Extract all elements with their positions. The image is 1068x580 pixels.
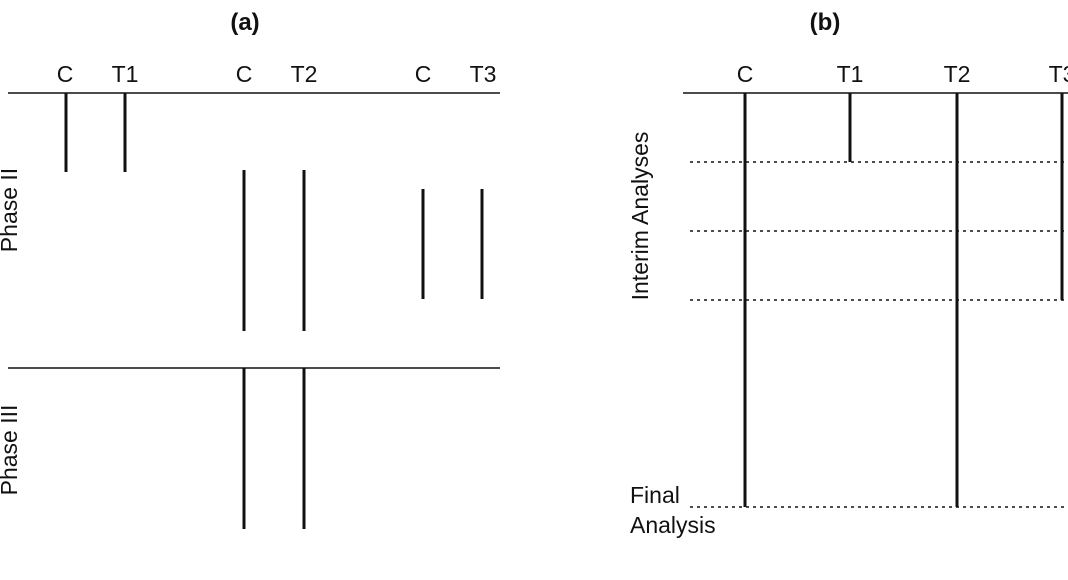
arm-label-t2: T2 — [291, 61, 318, 87]
arm-label-t1: T1 — [837, 61, 864, 87]
panel-a: (a) C T1 C T2 C T3 Phase II Phase III — [0, 9, 500, 529]
arm-label-t3: T3 — [470, 61, 497, 87]
arm-label-c1: C — [57, 61, 74, 87]
arm-label-c3: C — [415, 61, 432, 87]
final-label: Final — [630, 482, 680, 508]
arm-label-c: C — [737, 61, 754, 87]
interim-analyses-label: Interim Analyses — [627, 132, 653, 301]
panel-b: (b) C T1 T2 T3 Interim Analyses Final An… — [627, 9, 1068, 538]
phase-ii-label: Phase II — [0, 168, 22, 252]
panel-b-title: (b) — [810, 9, 841, 36]
analysis-label: Analysis — [630, 512, 716, 538]
arm-label-t2: T2 — [944, 61, 971, 87]
panel-a-title: (a) — [230, 9, 259, 36]
arm-label-t3: T3 — [1049, 61, 1068, 87]
arm-label-t1: T1 — [112, 61, 139, 87]
arm-label-c2: C — [236, 61, 253, 87]
phase-iii-label: Phase III — [0, 405, 22, 496]
